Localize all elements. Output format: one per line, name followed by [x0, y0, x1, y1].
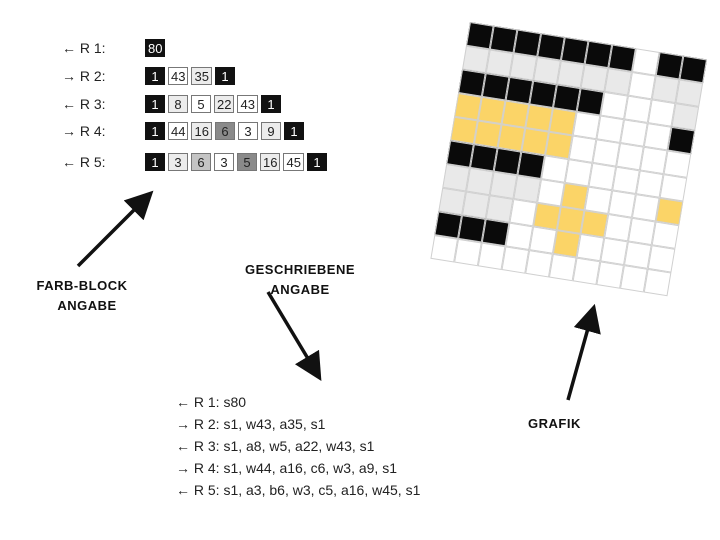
color-block: 45 [283, 153, 304, 171]
color-block: 1 [145, 67, 165, 85]
grid-cell [675, 79, 704, 107]
label-geschriebene-angabe: GESCHRIEBENE ANGABE [240, 260, 360, 300]
color-block: 35 [191, 67, 212, 85]
color-block: 16 [191, 122, 212, 140]
grid-cell [647, 245, 676, 273]
row-label: → R 2: [62, 68, 106, 84]
color-block: 3 [237, 122, 258, 140]
color-block: 8 [168, 95, 188, 113]
color-block: 1 [306, 153, 327, 171]
color-block: 1 [260, 95, 281, 113]
block-row: ← R 1: 80 [62, 38, 168, 58]
written-row: ← R 1: s80 [176, 394, 247, 410]
color-block: 5 [237, 153, 257, 171]
color-block: 22 [214, 95, 235, 113]
label-line: GESCHRIEBENE [244, 262, 356, 277]
row-label: → R 4: [62, 123, 106, 139]
color-block: 44 [168, 122, 189, 140]
grid-cell [671, 103, 700, 131]
grid-cell [651, 221, 680, 249]
row-label: ← R 5: [62, 154, 106, 170]
row-label: ← R 3: [62, 96, 106, 112]
label-farb-block-angabe: FARB-BLOCK ANGABE [22, 276, 142, 316]
written-row: ← R 3: s1, a8, w5, a22, w43, s1 [176, 438, 375, 454]
color-block: 80 [145, 39, 166, 57]
grid-cell [679, 55, 708, 84]
written-row: ← R 5: s1, a3, b6, w3, c5, a16, w45, s1 [176, 482, 421, 498]
color-block: 9 [260, 122, 281, 140]
label-grafik: GRAFIK [528, 416, 581, 431]
written-row: → R 2: s1, w43, a35, s1 [176, 416, 326, 432]
label-line: ANGABE [270, 282, 330, 297]
color-block: 6 [214, 122, 235, 140]
label-line: ANGABE [57, 298, 117, 313]
written-row: → R 4: s1, w44, a16, c6, w3, a9, s1 [176, 460, 397, 476]
arrow-to-color-blocks [76, 190, 154, 268]
color-block: 6 [191, 153, 211, 171]
grid-cell [655, 197, 684, 226]
color-block: 1 [145, 95, 165, 113]
grid-cell [643, 268, 672, 297]
color-block: 43 [237, 95, 258, 113]
color-block: 3 [214, 153, 234, 171]
label-line: FARB-BLOCK [36, 278, 128, 293]
color-block: 1 [283, 122, 304, 140]
color-block: 43 [168, 67, 189, 85]
arrow-to-written-notation [266, 291, 322, 382]
color-block: 1 [145, 153, 165, 171]
color-block: 3 [168, 153, 188, 171]
grid-cell [663, 150, 692, 178]
arrow-to-graphic [566, 303, 601, 401]
row-label: ← R 1: [62, 40, 106, 56]
grid-cell [659, 174, 688, 202]
grid-cell [667, 126, 696, 155]
color-block: 16 [260, 153, 281, 171]
color-block: 5 [191, 95, 211, 113]
color-block: 1 [145, 122, 165, 140]
color-block: 1 [214, 67, 235, 85]
